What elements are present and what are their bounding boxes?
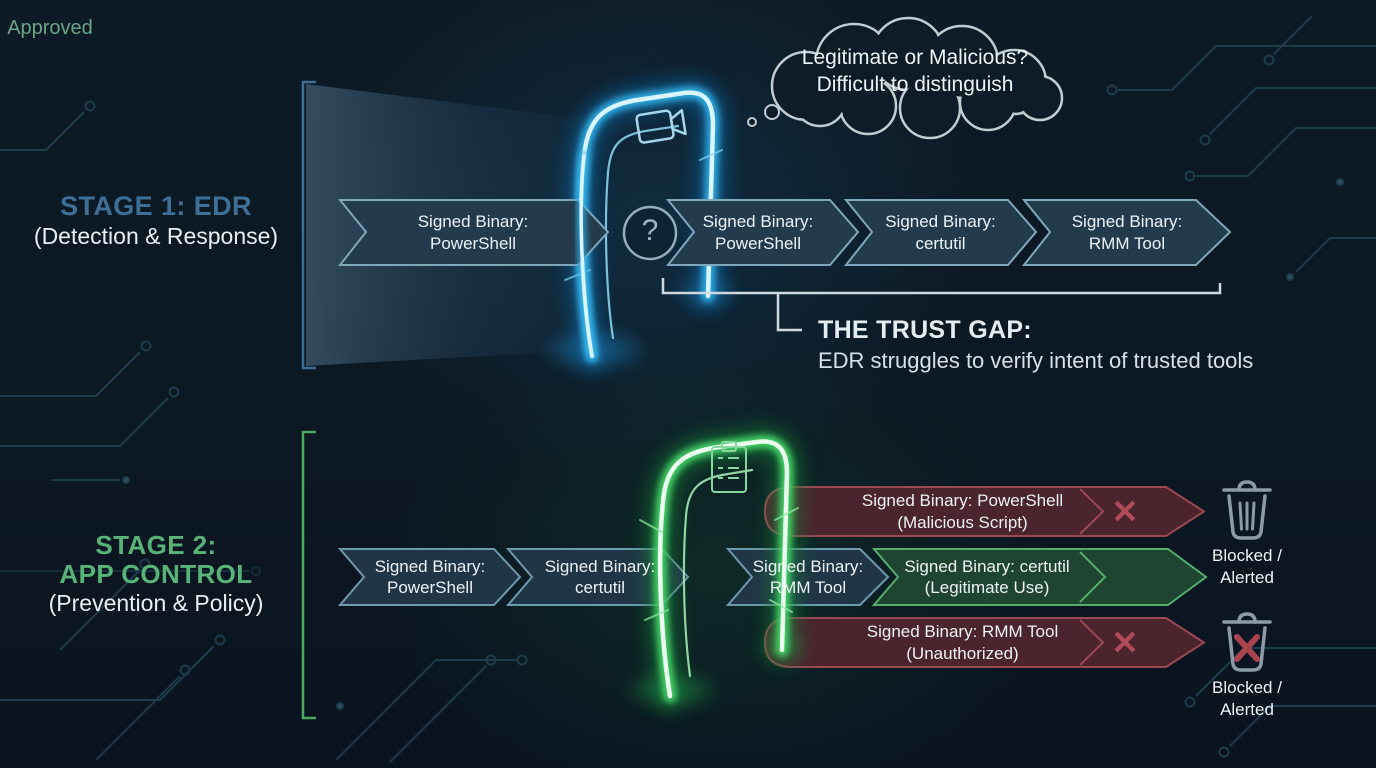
edr-portal-front-leg: [576, 151, 597, 361]
blocked-x-icon-bottom: ✕: [1111, 624, 1139, 661]
stage1-title: STAGE 1: EDR: [60, 191, 252, 221]
blocked-rmm-label: Signed Binary: RMM Tool (Unauthorized): [866, 622, 1059, 663]
banner-bottom-divider: [1079, 619, 1105, 666]
cloud-text-line2: Difficult to distinguish: [816, 73, 1014, 96]
video-camera-icon: [635, 108, 687, 144]
approved-label: Approved: [7, 16, 93, 39]
stage2-input1-label: Signed Binary: PowerShell: [374, 556, 486, 597]
chevron-out-certutil: [843, 199, 1038, 266]
circuit-traces: [0, 15, 1376, 763]
approved-divider: [1079, 551, 1107, 603]
banner-top-divider: [1079, 488, 1105, 535]
chevron-approved-certutil: [871, 548, 1208, 606]
stage1-bracket: [301, 80, 316, 370]
question-mark-icon: ?: [641, 214, 659, 247]
stage1-subtitle: (Detection & Response): [33, 223, 279, 249]
stage1-input-chevron-label: Signed Binary: PowerShell: [417, 212, 529, 253]
appcontrol-portal: [632, 426, 804, 711]
trust-gap-title: THE TRUST GAP:: [818, 316, 1032, 344]
chevron-out-powershell: [665, 199, 860, 266]
question-circle-icon: [622, 205, 678, 261]
blocked-powershell-label: Signed Binary: PowerShell (Malicious Scr…: [861, 491, 1064, 532]
thought-bubble-small: [764, 104, 780, 120]
stage1-output3-label: Signed Binary: RMM Tool: [1071, 212, 1183, 253]
trash-icon-bottom: [1222, 612, 1272, 672]
stage2-title-line1: STAGE 2:: [95, 530, 217, 560]
blocked-alerted-bottom-line1: Blocked /: [1212, 678, 1282, 697]
blocked-alerted-top-line1: Blocked /: [1212, 546, 1282, 565]
thought-bubble-tiny: [747, 117, 757, 127]
trash-icon-top: [1222, 480, 1272, 540]
blocked-alerted-bottom-line2: Alerted: [1220, 700, 1274, 719]
approved-verdict-label: Signed Binary: certutil (Legitimate Use): [904, 556, 1070, 597]
trash-x-icon: [1234, 634, 1260, 662]
trust-gap-description: EDR struggles to verify intent of truste…: [818, 348, 1254, 373]
stage2-title-line2: APP CONTROL: [59, 559, 253, 589]
policy-clipboard-icon: [711, 441, 747, 493]
stage1-chevrons: [337, 199, 1232, 266]
stage1-output2-label: Signed Binary: certutil: [885, 212, 996, 253]
rmm-chevron-label: Signed Binary: RMM Tool: [752, 556, 864, 597]
stage1-output1-label: Signed Binary: PowerShell: [702, 212, 814, 253]
blocked-x-icon-top: ✕: [1111, 493, 1139, 530]
stage2-subtitle: (Prevention & Policy): [48, 590, 264, 616]
stage2-bracket: [301, 430, 316, 720]
chevron-rmm-tool: [725, 548, 890, 606]
chevron-in2-powershell: [337, 548, 522, 606]
thought-cloud: [747, 16, 1064, 140]
stage2-banners: [763, 486, 1206, 668]
trust-gap-bracket: [661, 278, 1222, 332]
blocked-alerted-top-line2: Alerted: [1220, 568, 1274, 587]
chevron-out-rmm: [1021, 199, 1232, 266]
cloud-text-line1: Legitimate or Malicious?: [801, 46, 1029, 69]
stage2-chevrons: [337, 548, 1208, 606]
stage2-input2-label: Signed Binary: certutil: [544, 556, 656, 597]
